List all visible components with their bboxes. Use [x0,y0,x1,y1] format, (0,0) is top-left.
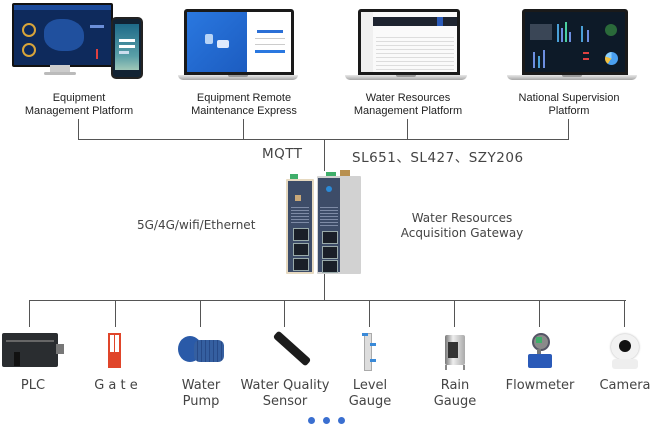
connectivity-label: 5G/4G/wifi/Ethernet [137,218,256,232]
label-line: Rain [440,378,470,393]
device-label-gate: G a t e [66,378,166,394]
label-line: Management Platform [353,105,463,117]
label-line: National Supervision [518,92,620,104]
label-line: Maintenance Express [191,105,297,117]
protocol-sl-standards: SL651、SL427、SZY206 [352,150,524,166]
connector-line [78,139,569,140]
label-line: Flowmeter [505,378,575,393]
label-line: Water Resources [411,211,513,225]
connector-line [539,300,540,327]
connector-line [624,300,625,327]
platform-label-water-resources-management: Water Resources Management Platform [333,92,483,118]
connector-line [324,139,325,171]
device-label-rain-gauge: Rain Gauge [405,378,505,410]
ellipsis-dot [338,417,345,424]
protocol-mqtt: MQTT [262,146,303,162]
label-line: PLC [20,378,46,393]
label-line: Equipment [52,92,106,104]
connector-line [243,119,244,139]
label-line: Gauge [433,394,477,409]
label-line: Pump [182,394,220,409]
platform-label-equipment-management: Equipment Management Platform [4,92,154,118]
connector-line [115,300,116,327]
label-line: Equipment Remote [196,92,292,104]
platform-label-national-supervision: National Supervision Platform [494,92,644,118]
label-line: Acquisition Gateway [400,226,524,240]
label-line: G a t e [94,378,138,393]
platform-label-remote-maintenance: Equipment Remote Maintenance Express [169,92,319,118]
phone-image [111,17,143,79]
monitor-image [12,3,113,67]
gateway-name-label: Water Resources Acquisition Gateway [392,211,532,241]
connector-line [369,300,370,327]
connector-line [568,119,569,139]
connector-line [284,300,285,327]
label-line: Gauge [348,394,392,409]
connector-line [29,300,30,327]
label-line: Camera [599,378,651,393]
connector-line [200,300,201,327]
label-line: Sensor [262,394,308,409]
device-label-camera: Camera [575,378,658,394]
label-line: Water Resources [365,92,451,104]
laptop-image [358,9,460,76]
laptop-image [184,9,294,76]
connector-line [407,119,408,139]
ellipsis-dot [308,417,315,424]
label-line: Management Platform [24,105,134,117]
label-line: Level [352,378,388,393]
label-line: Platform [548,105,590,117]
laptop-image [522,9,628,76]
connector-line [29,300,626,301]
connector-line [324,274,325,300]
connector-line [78,119,79,139]
ellipsis-dot [323,417,330,424]
connector-line [454,300,455,327]
device-label-water-quality-sensor: Water Quality Sensor [230,378,340,410]
device-label-plc: PLC [0,378,83,394]
device-label-flowmeter: Flowmeter [490,378,590,394]
label-line: Water Quality [240,378,330,393]
device-label-water-pump: Water Pump [151,378,251,410]
label-line: Water [181,378,221,393]
device-label-level-gauge: Level Gauge [320,378,420,410]
